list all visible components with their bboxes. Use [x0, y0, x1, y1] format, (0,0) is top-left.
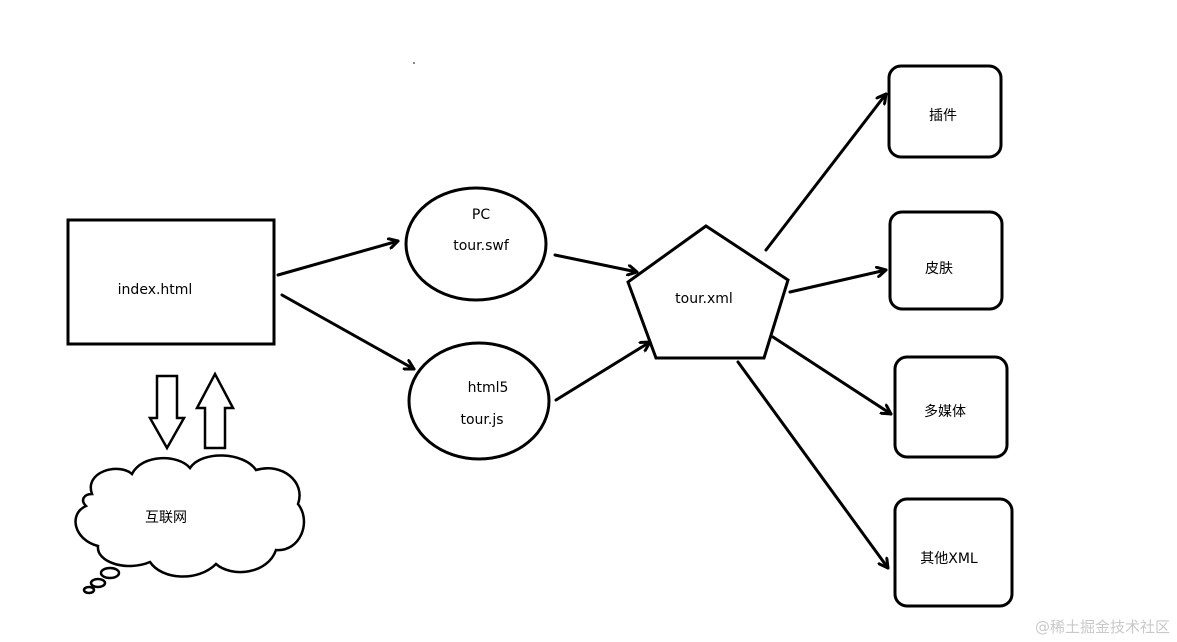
tour-swf-label: tour.swf: [453, 238, 510, 254]
html5-label: html5: [468, 380, 509, 396]
plugin-label: 插件: [929, 108, 957, 124]
upload-arrow: [194, 371, 236, 450]
plugin-node: 插件: [887, 64, 1003, 159]
multimedia-node: 多媒体: [893, 355, 1009, 459]
tour-xml-label: tour.xml: [675, 291, 733, 307]
tour-xml-node: tour.xml: [626, 224, 790, 360]
download-arrow: [147, 374, 187, 451]
pc-tour-swf-node: PC tour.swf: [404, 186, 548, 302]
skin-node: 皮肤: [888, 210, 1004, 311]
other-xml-node: 其他XML: [893, 497, 1014, 608]
connectors: [276, 92, 893, 570]
edge-xml-to-other-xml: [736, 360, 890, 570]
edge-index-to-html5: [280, 293, 416, 371]
index-html-node: index.html: [66, 218, 276, 346]
index-html-label: index.html: [118, 282, 193, 298]
edge-html5-to-xml: [554, 340, 652, 402]
internet-cloud-node: 互联网: [74, 454, 306, 595]
edge-xml-to-multimedia: [771, 335, 893, 416]
pc-label: PC: [472, 207, 490, 223]
internet-label: 互联网: [145, 510, 187, 526]
tour-js-label: tour.js: [460, 412, 503, 428]
edge-xml-to-plugin: [764, 92, 888, 252]
edge-xml-to-skin: [788, 270, 888, 294]
html5-tour-js-node: html5 tour.js: [407, 341, 551, 461]
skin-label: 皮肤: [925, 261, 953, 277]
watermark: @稀土掘金技术社区: [1035, 618, 1170, 636]
multimedia-label: 多媒体: [924, 403, 966, 420]
edge-index-to-pc: [276, 241, 400, 277]
edge-pc-to-xml: [553, 253, 639, 272]
speck: [413, 62, 415, 64]
other-xml-label: 其他XML: [920, 551, 978, 567]
